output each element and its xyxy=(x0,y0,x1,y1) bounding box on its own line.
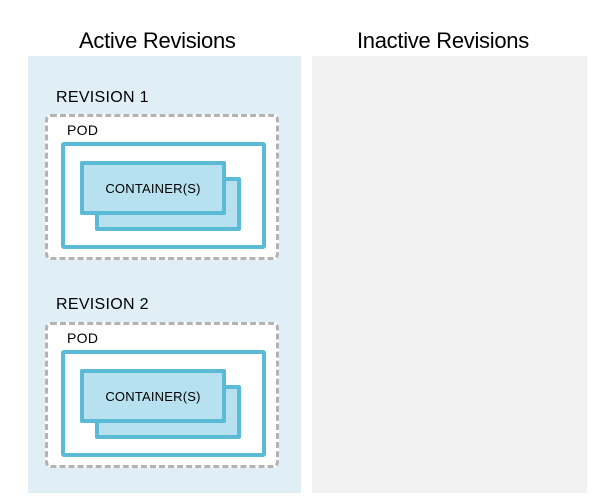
revision-2-container: CONTAINER(S) xyxy=(80,369,226,423)
revision-1-pod-label: POD xyxy=(67,122,99,138)
revision-2-pod-label: POD xyxy=(67,330,99,346)
inactive-revisions-panel xyxy=(312,56,587,493)
revision-1-label: REVISION 1 xyxy=(56,89,149,106)
revision-2-box: POD CONTAINER(S) xyxy=(45,322,279,468)
inactive-revisions-title: Inactive Revisions xyxy=(357,28,529,53)
revision-2-label: REVISION 2 xyxy=(56,296,149,313)
revision-1-container-label: CONTAINER(S) xyxy=(105,180,201,196)
revision-2-pod: CONTAINER(S) xyxy=(61,350,266,457)
revision-2-container-label: CONTAINER(S) xyxy=(105,388,201,404)
revision-1-container: CONTAINER(S) xyxy=(80,161,226,215)
active-revisions-title: Active Revisions xyxy=(79,28,236,53)
revision-1-pod: CONTAINER(S) xyxy=(61,142,266,249)
revision-1-box: POD CONTAINER(S) xyxy=(45,114,279,260)
